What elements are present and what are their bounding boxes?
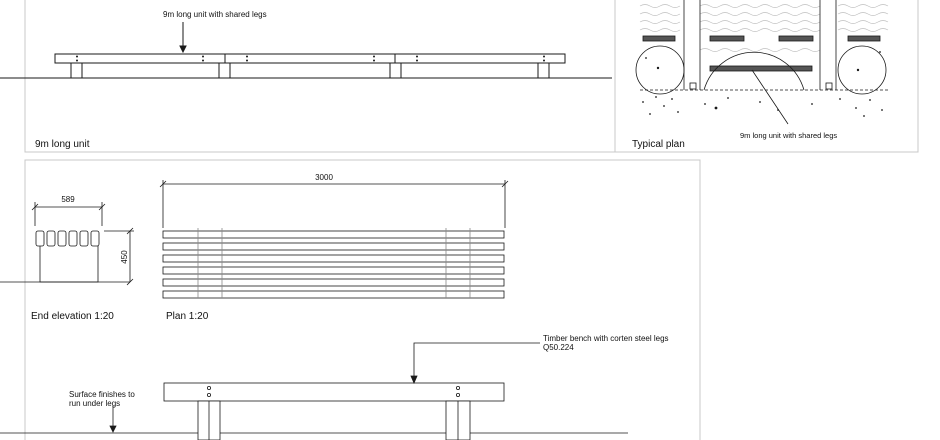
paving-hatch	[639, 4, 889, 52]
dim-tick	[98, 203, 106, 211]
typical-plan	[635, 0, 889, 125]
leg	[389, 62, 402, 79]
product-note-line1: Timber bench with corten steel legs	[543, 334, 669, 343]
product-note-line2: Q50.224	[543, 343, 574, 352]
leg	[70, 62, 83, 79]
end-elevation-title: End elevation 1:20	[31, 311, 114, 322]
bolt	[206, 385, 211, 390]
top-elevation	[0, 22, 612, 79]
surface-note-line1: Surface finishes to	[69, 390, 135, 399]
end-elevation	[0, 202, 134, 286]
plan-title: Plan 1:20	[166, 311, 209, 322]
dim-tick	[126, 278, 134, 286]
plan-leg-lines	[197, 228, 471, 298]
bottom-panel-border	[24, 159, 701, 440]
end-slats	[35, 230, 100, 247]
end-width-dim: 589	[61, 195, 75, 204]
typical-plan-callout: 9m long unit with shared legs	[740, 131, 837, 140]
typical-plan-title: Typical plan	[632, 139, 685, 150]
callout-arrowhead	[179, 45, 187, 54]
bench-plan-marks	[642, 35, 881, 72]
side-elevation	[0, 342, 628, 440]
bench-seat-long	[54, 53, 566, 64]
surface-note-line2: run under legs	[69, 399, 120, 408]
dim-tick	[126, 227, 134, 235]
fixing-dots	[76, 55, 545, 62]
plan-posts	[689, 82, 833, 90]
side-bench-seat	[163, 382, 505, 402]
dim-tick	[159, 180, 167, 188]
leg	[537, 62, 550, 79]
plan-callout-leader	[751, 69, 789, 125]
tree-canopy	[635, 45, 685, 95]
top-elevation-title: 9m long unit	[35, 139, 90, 150]
gravel-dots	[642, 51, 883, 117]
dim-tick	[501, 180, 509, 188]
bolt	[455, 385, 460, 390]
product-leader	[413, 342, 540, 378]
panel-borders	[24, 0, 919, 440]
product-arrowhead	[410, 375, 418, 385]
surface-arrowhead	[109, 425, 117, 433]
bolt	[206, 392, 211, 397]
plan-view	[159, 180, 509, 299]
top-panel-border	[24, 0, 919, 153]
plan-length-dim: 3000	[315, 173, 333, 182]
end-leg-frame	[39, 246, 99, 283]
dim-tick	[31, 203, 39, 211]
bolt	[455, 392, 460, 397]
end-height-dim: 450	[120, 250, 129, 264]
callout-arc	[703, 51, 805, 91]
tree-canopy	[837, 45, 887, 95]
leg	[218, 62, 231, 79]
plan-slats	[162, 230, 505, 299]
top-callout-text: 9m long unit with shared legs	[163, 10, 267, 19]
